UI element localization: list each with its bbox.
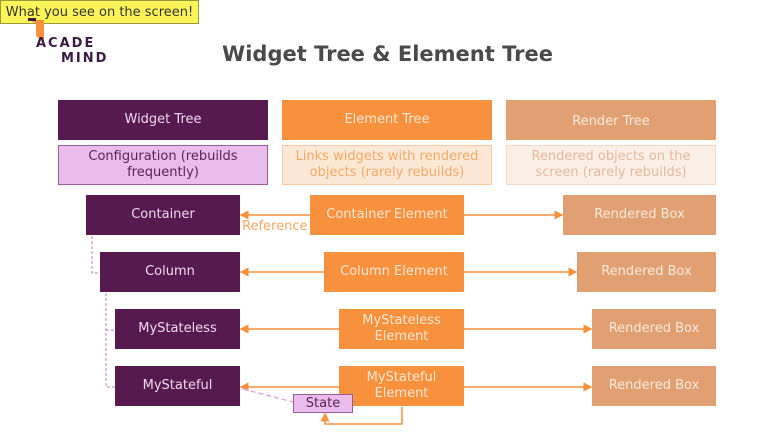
state-link (242, 388, 294, 403)
element-node-mystateful: MyStateful Element (339, 366, 464, 406)
widget-node-mystateful: MyStateful (115, 366, 240, 406)
render-node-2: Rendered Box (577, 252, 716, 292)
column-header-element-tree: Element Tree (282, 100, 492, 140)
element-node-column: Column Element (324, 252, 464, 292)
column-description-render: Rendered objects on the screen (rarely r… (506, 145, 716, 185)
node-label: Column (145, 264, 195, 279)
render-node-4: Rendered Box (592, 366, 716, 406)
logo-flag-icon (28, 18, 50, 44)
widget-node-column: Column (100, 252, 240, 292)
column-description-widget: Configuration (rebuilds frequently) (58, 145, 268, 185)
reference-label: Reference (242, 219, 308, 234)
column-description-element: Links widgets with rendered objects (rar… (282, 145, 492, 185)
header-label: Widget Tree (124, 112, 202, 127)
header-label: Render Tree (572, 114, 650, 129)
logo: ACADE MIND (28, 18, 108, 68)
hierarchy-connector (105, 293, 115, 388)
element-node-container: Container Element (310, 195, 464, 235)
state-box: State (293, 394, 353, 413)
slide-title: Widget Tree & Element Tree (222, 42, 553, 66)
column-header-render-tree: Render Tree (506, 100, 716, 140)
node-label: MyStateful Element (366, 370, 437, 401)
description-text: Rendered objects on the screen (rarely r… (531, 149, 691, 180)
description-text: Links widgets with rendered objects (rar… (295, 149, 479, 180)
header-label: Element Tree (344, 112, 430, 127)
node-label: MyStateless (138, 321, 217, 336)
logo-line1: ACADE (36, 36, 96, 51)
node-label: Rendered Box (608, 321, 700, 336)
callout-note: What you see on the screen! (0, 0, 199, 24)
node-label: Rendered Box (608, 378, 700, 393)
state-label: State (305, 395, 341, 411)
column-header-widget-tree: Widget Tree (58, 100, 268, 140)
render-node-1: Rendered Box (563, 195, 716, 235)
node-label: Rendered Box (601, 264, 692, 279)
node-label: Rendered Box (594, 207, 685, 222)
render-node-3: Rendered Box (592, 309, 716, 349)
node-label: MyStateful (142, 378, 213, 393)
description-text: Configuration (rebuilds frequently) (88, 149, 238, 180)
node-label: MyStateless Element (362, 313, 441, 344)
node-label: Column Element (340, 264, 448, 279)
logo-line2: MIND (61, 51, 109, 66)
widget-node-mystateless: MyStateless (115, 309, 240, 349)
widget-node-container: Container (86, 195, 240, 235)
node-label: Container Element (326, 207, 448, 222)
hierarchy-connector (91, 236, 100, 274)
state-arrow (320, 407, 403, 425)
node-label: Container (131, 207, 195, 222)
element-node-mystateless: MyStateless Element (339, 309, 464, 349)
